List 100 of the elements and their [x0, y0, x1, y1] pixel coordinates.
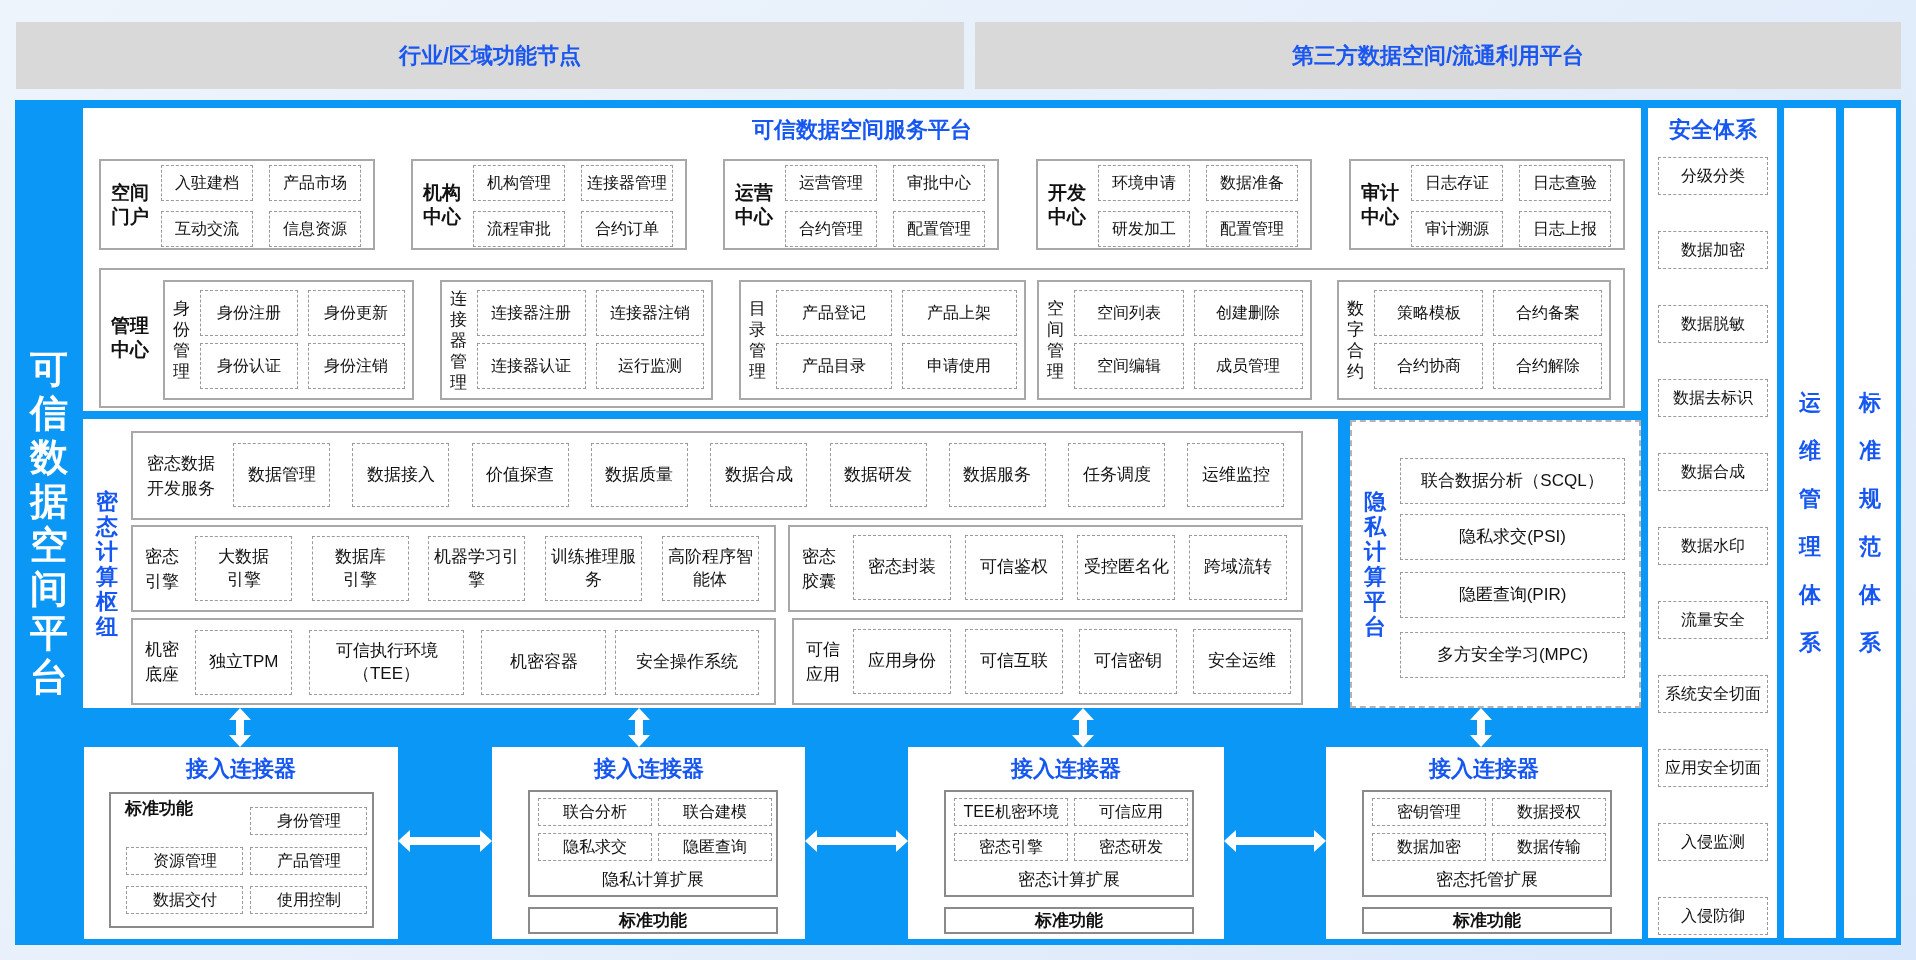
group-box [131, 525, 776, 612]
module-box: 空间列表 [1074, 290, 1184, 336]
group-box [131, 618, 776, 705]
module-box: 策略模板 [1374, 290, 1483, 336]
module-box: 日志上报 [1519, 211, 1611, 247]
module-box: 安全操作系统 [615, 630, 759, 695]
platform-panel [83, 108, 1641, 411]
group-heading: 标准功能 [125, 797, 193, 820]
function-bar: 标准功能 [528, 907, 778, 934]
module-box: 独立TPM [195, 630, 292, 695]
module-box: 日志查验 [1519, 165, 1611, 201]
module-box: 系统安全切面 [1658, 675, 1768, 713]
group-heading: 密态数据开发服务 [146, 452, 216, 500]
header-band: 第三方数据空间/流通利用平台 [975, 22, 1901, 89]
box-caption: 密态托管扩展 [1436, 868, 1538, 891]
module-box: 成员管理 [1193, 343, 1303, 389]
group-box [163, 280, 414, 400]
module-box: 多方安全学习(MPC) [1400, 632, 1625, 678]
group-heading: 管理中心 [110, 314, 150, 362]
module-box: 数据准备 [1206, 165, 1298, 201]
vertical-title: 可信数据空间平台 [28, 346, 69, 699]
module-box: 可信应用 [1074, 798, 1188, 826]
module-box: 审计溯源 [1411, 211, 1503, 247]
panel-title: 可信数据空间服务平台 [752, 116, 972, 144]
module-box: 信息资源 [269, 211, 361, 247]
module-box: 身份认证 [200, 343, 298, 389]
module-box: 日志存证 [1411, 165, 1503, 201]
box-caption: 隐私计算扩展 [602, 868, 704, 891]
vertical-title: 隐私计算平台 [1362, 489, 1388, 639]
module-box: 数据加密 [1372, 833, 1486, 861]
module-box: 合约管理 [785, 211, 877, 247]
panel-title: 接入连接器 [593, 755, 704, 783]
group-box [792, 618, 1303, 705]
connector-panel [1326, 747, 1642, 939]
module-box: 隐私求交(PSI) [1400, 514, 1625, 560]
group-heading: 可信应用 [805, 638, 841, 686]
module-box: 运行监测 [595, 343, 704, 389]
module-box: 合约订单 [581, 211, 673, 247]
module-box: 数据合成 [710, 443, 808, 507]
group-box [99, 159, 375, 250]
module-box: 身份更新 [307, 290, 405, 336]
module-box: 合约解除 [1493, 343, 1602, 389]
module-box: 连接器管理 [581, 165, 673, 201]
box-caption: 密态计算扩展 [1018, 868, 1120, 891]
connector-panel [492, 747, 805, 939]
module-box: 联合建模 [658, 798, 772, 826]
double-arrow [805, 830, 908, 852]
module-box: 身份注销 [307, 343, 405, 389]
module-box: 可信执行环境（TEE） [309, 630, 464, 695]
group-box [1337, 280, 1611, 400]
group-box [109, 792, 374, 928]
group-box [440, 280, 713, 400]
module-box: 产品市场 [269, 165, 361, 201]
vertical-title: 密态计算枢纽 [94, 488, 119, 639]
function-bar: 标准功能 [1362, 907, 1612, 934]
module-box: 数据质量 [590, 443, 688, 507]
group-box [1036, 159, 1312, 250]
module-box: 隐匿查询 [658, 833, 772, 861]
group-heading: 审计中心 [1360, 180, 1400, 229]
group-box [1037, 280, 1312, 400]
module-box: 流量安全 [1658, 601, 1768, 639]
module-box: 大数据引擎 [195, 536, 292, 601]
group-heading: 密态胶囊 [801, 545, 837, 593]
double-arrow [398, 830, 492, 852]
function-bar: 标准功能 [944, 907, 1194, 934]
module-box: 产品上架 [901, 290, 1017, 336]
group-box [99, 268, 1625, 408]
module-box: 产品登记 [776, 290, 892, 336]
module-box: 入驻建档 [161, 165, 253, 201]
module-box: 可信密钥 [1079, 629, 1177, 694]
module-box: 连接器注销 [595, 290, 704, 336]
module-box: 数据加密 [1658, 231, 1768, 269]
module-box: 数据服务 [948, 443, 1046, 507]
module-box: 密态研发 [1074, 833, 1188, 861]
module-box: 产品管理 [250, 847, 367, 875]
group-box [739, 280, 1026, 400]
module-box: 受控匿名化 [1077, 535, 1175, 600]
module-box: 分级分类 [1658, 157, 1768, 195]
group-heading: 运营中心 [734, 180, 774, 229]
group-box [1349, 159, 1625, 250]
module-box: 运维监控 [1187, 443, 1285, 507]
module-box: 连接器注册 [477, 290, 586, 336]
group-box [723, 159, 999, 250]
module-box: 密钥管理 [1372, 798, 1486, 826]
module-box: 隐私求交 [538, 833, 652, 861]
connector-panel [908, 747, 1224, 939]
group-heading: 开发中心 [1047, 180, 1087, 229]
panel-title: 接入连接器 [1011, 755, 1121, 783]
module-box: 联合分析 [538, 798, 652, 826]
module-box: 连接器认证 [477, 343, 586, 389]
vertical-title: 标准规范体系 [1857, 389, 1882, 657]
group-box [411, 159, 687, 250]
module-box: 互动交流 [161, 211, 253, 247]
module-box: 应用身份 [853, 629, 951, 694]
module-box: 密态封装 [853, 535, 951, 600]
module-box: 数据库引擎 [311, 536, 409, 601]
module-box: 数据合成 [1658, 453, 1768, 491]
column-panel [1844, 108, 1896, 938]
module-box: 申请使用 [901, 343, 1017, 389]
module-box: 高阶程序智能体 [661, 536, 759, 601]
